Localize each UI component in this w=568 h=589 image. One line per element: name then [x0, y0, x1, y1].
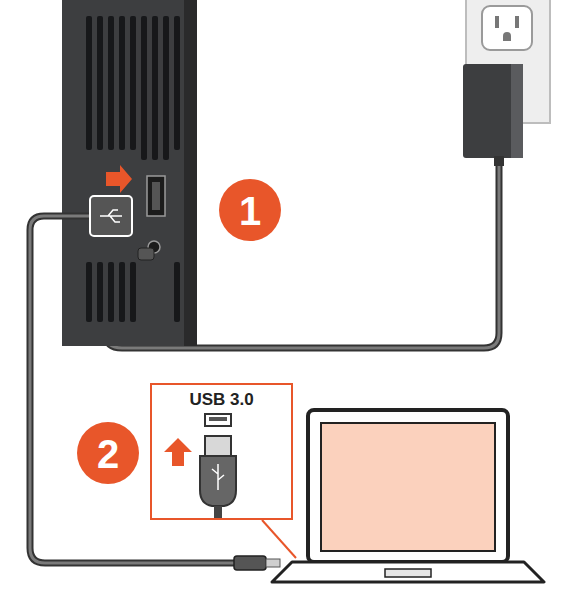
- laptop-lid: [308, 410, 508, 562]
- usb-cable-stub: [214, 506, 222, 520]
- laptop-screen: [321, 423, 495, 551]
- vent-slot: [97, 16, 103, 150]
- outlet-ground: [503, 32, 511, 41]
- usb-port-icon: [205, 414, 231, 426]
- usb-plug: [90, 196, 132, 236]
- vent-slot: [152, 16, 158, 160]
- vent-slot: [119, 16, 125, 150]
- drive-side: [184, 0, 197, 346]
- usb-plug-metal: [205, 436, 231, 456]
- laptop-base: [272, 562, 544, 582]
- vent-slot: [141, 16, 147, 160]
- vent-slot: [86, 262, 92, 322]
- vent-slot: [108, 16, 114, 150]
- vent-slot: [163, 16, 169, 160]
- outlet: [482, 6, 532, 50]
- vent-slot: [174, 16, 180, 150]
- usb-symbol: [212, 464, 224, 490]
- external-drive: [62, 0, 197, 346]
- vent-slot: [86, 16, 92, 150]
- port-label: USB 3.0: [152, 390, 291, 410]
- outlet-slot: [515, 16, 519, 28]
- vent-slot: [130, 16, 136, 150]
- vent-slots: [86, 16, 180, 322]
- vent-slot: [130, 262, 136, 322]
- leader-line: [262, 520, 296, 558]
- usb-plug-laptop: [234, 556, 266, 570]
- adapter-side: [511, 64, 523, 158]
- inset-box: USB 3.0: [150, 383, 293, 520]
- vent-slot: [119, 262, 125, 322]
- callout-number: 1: [239, 191, 261, 231]
- usb-symbol: [100, 210, 122, 222]
- power-adapter: [463, 64, 523, 158]
- vent-slot: [108, 262, 114, 322]
- vent-slot: [174, 262, 180, 322]
- laptop-trackpad: [385, 569, 431, 577]
- callout-circle: [219, 179, 281, 241]
- usb-plug-tip: [266, 559, 280, 567]
- insert-arrow: [106, 165, 132, 193]
- vent-slot: [97, 262, 103, 322]
- outlet-slot: [495, 16, 499, 28]
- insert-arrow: [164, 438, 192, 466]
- callout-number: 2: [97, 434, 119, 474]
- power-plug: [138, 248, 154, 260]
- usb-port: [147, 176, 165, 216]
- usb-port-icon-tongue: [209, 417, 227, 421]
- usb-port-tongue: [152, 182, 160, 210]
- callout-circle: [77, 422, 139, 484]
- adapter-strain-relief: [494, 156, 504, 166]
- usb-plug-body: [200, 456, 236, 506]
